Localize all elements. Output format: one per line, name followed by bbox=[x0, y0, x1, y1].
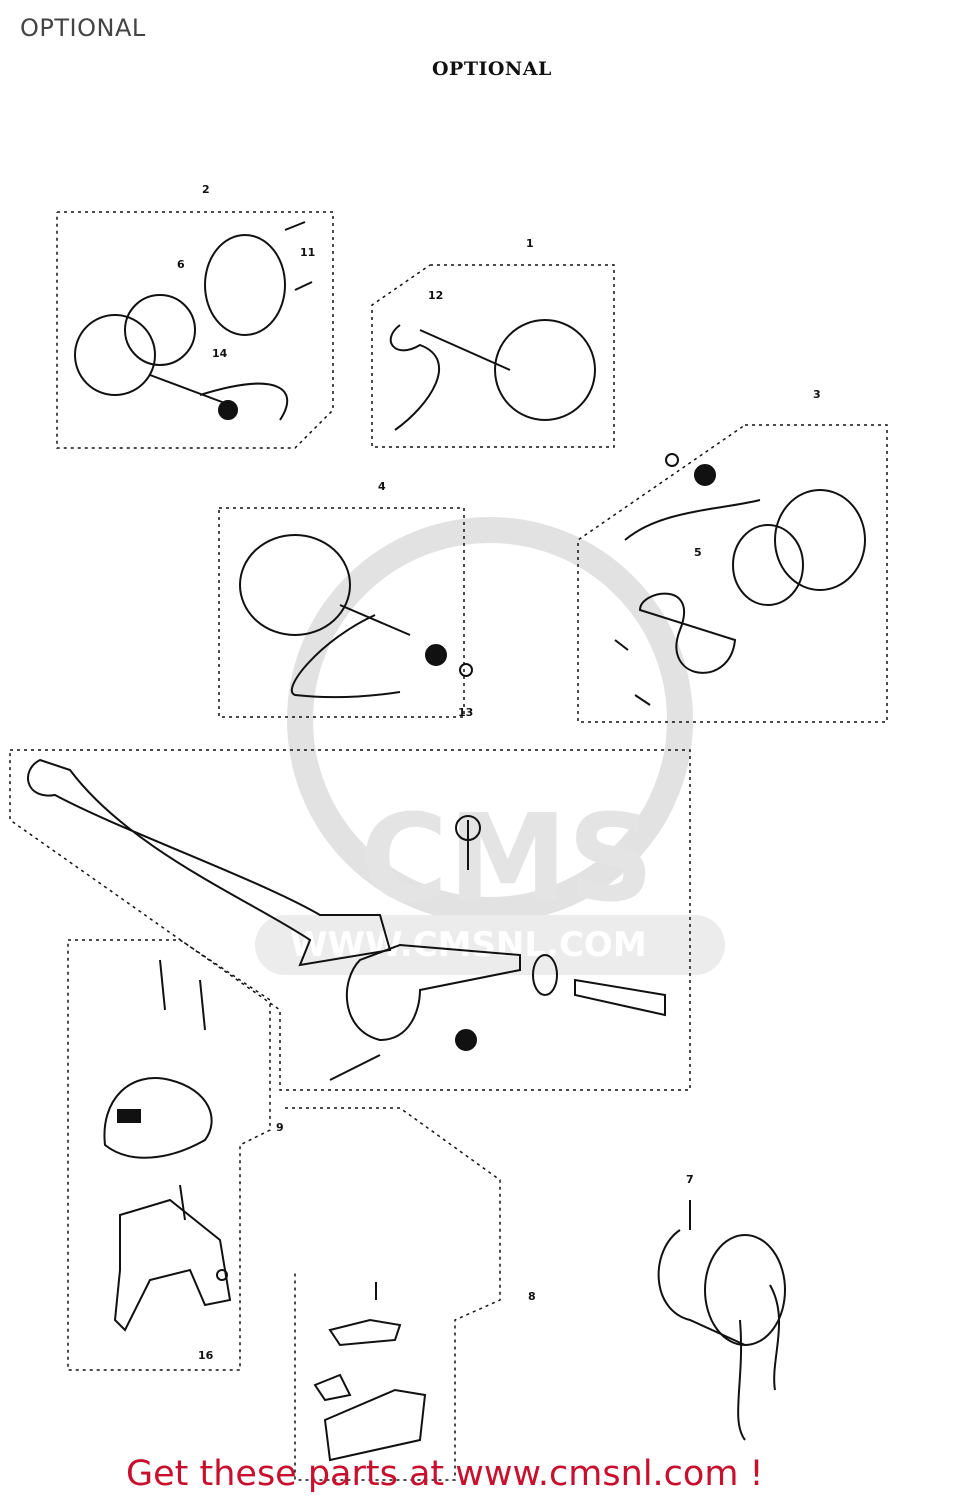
callout-6: 6 bbox=[177, 258, 185, 271]
callout-12: 12 bbox=[428, 289, 443, 302]
callout-1: 1 bbox=[526, 237, 534, 250]
callout-14: 14 bbox=[212, 347, 228, 360]
callout-4: 4 bbox=[378, 480, 386, 493]
callout-16: 16 bbox=[198, 1349, 214, 1362]
turn-signal-lamp-3 bbox=[614, 453, 866, 706]
callout-13: 13 bbox=[458, 706, 473, 719]
callout-5: 5 bbox=[694, 546, 702, 559]
callout-2: 2 bbox=[202, 183, 210, 196]
switch-bracket-16 bbox=[113, 1184, 232, 1332]
callout-7: 7 bbox=[686, 1173, 694, 1186]
footer-promo-link[interactable]: Get these parts at www.cmsnl.com ! bbox=[126, 1454, 764, 1494]
diagram-title: OPTIONAL bbox=[432, 58, 552, 80]
callout-9: 9 bbox=[276, 1121, 284, 1134]
switch-housing-9 bbox=[103, 1077, 213, 1159]
watermark: CMS WWW.CMSNL.COM bbox=[255, 517, 725, 975]
turn-signal-lamp-1 bbox=[389, 319, 596, 431]
group-frames bbox=[9, 211, 888, 1481]
turn-signal-lamp-2 bbox=[74, 221, 313, 421]
turn-signal-lamp-4 bbox=[239, 534, 473, 699]
callout-numbers: 2 1 3 4 5 6 7 8 9 11 12 13 14 16 bbox=[177, 183, 821, 1362]
callout-8: 8 bbox=[528, 1290, 536, 1303]
callout-11: 11 bbox=[300, 246, 315, 259]
clutch-lever-assembly bbox=[27, 758, 666, 1081]
watermark-logo-text: CMS bbox=[360, 790, 654, 929]
callout-3: 3 bbox=[813, 388, 821, 401]
switch-parts-8 bbox=[313, 1282, 427, 1462]
horn-7 bbox=[657, 1200, 786, 1441]
page-caption: OPTIONAL bbox=[20, 14, 146, 42]
watermark-url-text: WWW.CMSNL.COM bbox=[290, 925, 647, 965]
